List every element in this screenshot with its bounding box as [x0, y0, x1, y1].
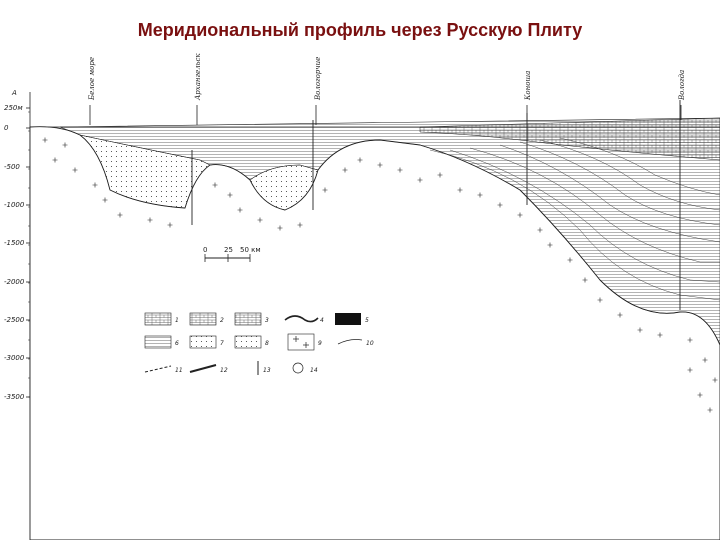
basement-cross: [377, 162, 383, 168]
basement-cross: [297, 222, 303, 228]
basement-cross: [42, 137, 48, 143]
basement-cross: [322, 187, 328, 193]
basement-cross: [417, 177, 423, 183]
place-labels: Белое море Архангельск Вологорчие Коноша…: [88, 53, 686, 101]
basement-cross: [617, 312, 623, 318]
legend-num-4: 4: [320, 317, 324, 324]
place-markers: [89, 105, 682, 125]
basement-cross: [597, 297, 603, 303]
basement-cross: [567, 257, 573, 263]
place-label-vologda: Вологда: [678, 70, 686, 101]
basement-cross: [537, 227, 543, 233]
scale-mid: 25: [224, 246, 233, 254]
diagram-title: Меридиональный профиль через Русскую Пли…: [137, 20, 583, 40]
axis-tick-label: -3500: [4, 393, 25, 401]
axis-tick-label: -1500: [4, 239, 25, 247]
sediment-layers: [59, 117, 720, 346]
basement-cross: [62, 142, 68, 148]
legend-num-10: 10: [366, 340, 374, 347]
axis-tick-label: -3000: [4, 354, 25, 362]
basement-cross: [277, 225, 283, 231]
legend-num-7: 7: [220, 340, 224, 347]
legend-num-13: 13: [263, 367, 271, 374]
legend-num-14: 14: [310, 367, 318, 374]
basement-cross: [637, 327, 643, 333]
legend-num-12: 12: [220, 367, 228, 374]
axis-tick-label: -2000: [4, 278, 25, 286]
basement-cross: [457, 187, 463, 193]
legend-swatch-6: [144, 335, 172, 349]
legend-swatch-12: [189, 364, 217, 373]
axis-tick-label: 0: [4, 124, 9, 132]
legend: 1 2 3 4 5 6 7 8 9 10 11 12 13 14: [144, 312, 374, 375]
well-lines: [191, 100, 681, 310]
basement-cross: [147, 217, 153, 223]
axis-corner-label: А: [11, 89, 17, 97]
axis-tick-label: -500: [4, 163, 20, 171]
legend-swatch-9: [287, 333, 315, 351]
basement-cross: [117, 212, 123, 218]
legend-swatch-4: [284, 315, 319, 323]
basement-cross: [227, 192, 233, 198]
legend-swatch-10: [337, 339, 363, 345]
basement-cross: [687, 367, 693, 373]
basement-cross: [72, 167, 78, 173]
place-label-arkhangelsk: Архангельск: [194, 53, 202, 101]
basement-cross: [92, 182, 98, 188]
basement-cross: [712, 377, 718, 383]
legend-num-8: 8: [265, 340, 269, 347]
basement-cross: [657, 332, 663, 338]
basement-cross: [437, 172, 443, 178]
basement-cross: [167, 222, 173, 228]
basement-cross: [517, 212, 523, 218]
slope-strata: [429, 137, 720, 301]
legend-num-3: 3: [265, 317, 269, 324]
legend-num-1: 1: [175, 317, 179, 324]
place-label-konosha: Коноша: [524, 71, 532, 101]
basement-cross: [702, 357, 708, 363]
legend-swatch-8: [234, 335, 262, 349]
place-label-vologorchie: Вологорчие: [314, 57, 322, 101]
basement-cross: [707, 407, 713, 413]
scale-start: 0: [203, 246, 207, 254]
basement-cross: [237, 207, 243, 213]
legend-num-11: 11: [175, 367, 183, 374]
legend-swatch-5: [335, 313, 361, 325]
basement-cross: [477, 192, 483, 198]
basement-cross: [257, 217, 263, 223]
legend-num-5: 5: [365, 317, 369, 324]
place-label-beloe-more: Белое море: [88, 57, 96, 101]
basement-cross: [547, 242, 553, 248]
legend-swatch-3: [234, 312, 262, 326]
scale-bar: 0 25 50 км: [203, 246, 261, 262]
legend-swatch-1: [144, 312, 172, 326]
basement-cross: [497, 202, 503, 208]
axis-tick-label: -1000: [4, 201, 25, 209]
basement-cross: [102, 197, 108, 203]
legend-swatch-7: [189, 335, 217, 349]
legend-swatch-11: [144, 365, 172, 373]
basement-crosses: [42, 137, 718, 413]
basement-cross: [697, 392, 703, 398]
legend-swatch-2: [189, 312, 217, 326]
basement-cross: [342, 167, 348, 173]
basement-cross: [52, 157, 58, 163]
legend-swatch-14: [292, 362, 304, 374]
basement-cross: [582, 277, 588, 283]
basement-cross: [687, 337, 693, 343]
axis-tick-label: 250м: [4, 104, 23, 112]
carbonate-band: [419, 117, 720, 161]
basement-cross: [397, 167, 403, 173]
axis-tick-label: -2500: [4, 316, 25, 324]
scale-end: 50 км: [240, 246, 261, 254]
depth-axis: А 250м 0 -500 -1000 -1500 -2000 -2500 -3000 -350…: [4, 89, 31, 401]
legend-num-9: 9: [318, 340, 322, 347]
legend-num-6: 6: [175, 340, 179, 347]
basement-cross: [357, 157, 363, 163]
basement-cross: [212, 182, 218, 188]
legend-num-2: 2: [220, 317, 224, 324]
